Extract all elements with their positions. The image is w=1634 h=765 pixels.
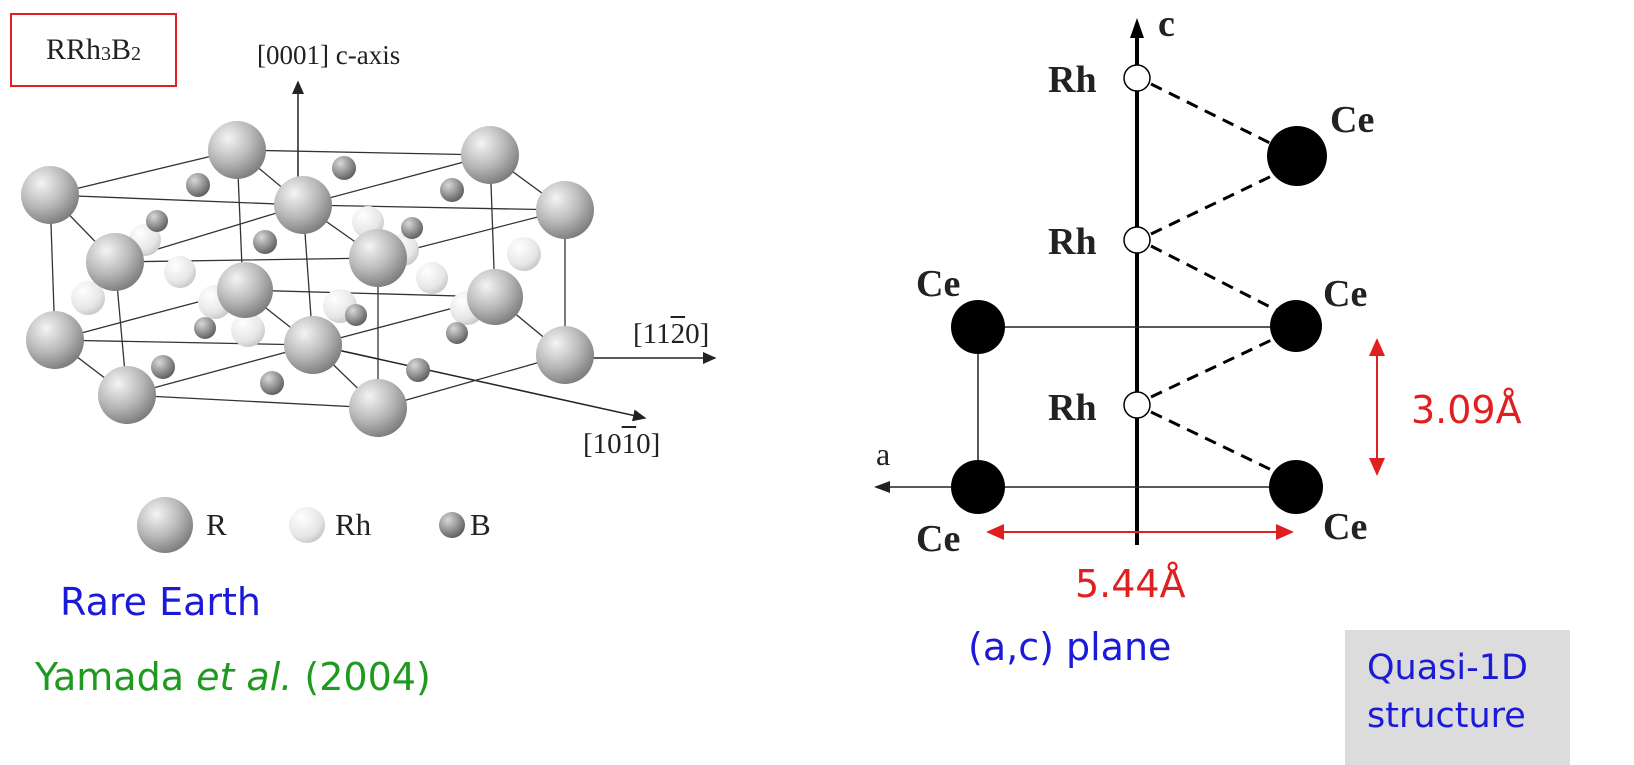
r-atoms	[21, 121, 594, 437]
legend-r-symbol	[137, 497, 193, 553]
c-axis-label: [0001] c-axis	[257, 40, 401, 70]
legend-r-label: R	[206, 507, 227, 542]
axis-1010-label: [1010]	[583, 428, 661, 460]
rh-label-top: Rh	[1048, 59, 1097, 101]
quasi-1d-line-2: structure	[1367, 696, 1526, 736]
ce-atom-bottom-right	[1269, 460, 1323, 514]
ce-atom-top-right	[1267, 126, 1327, 186]
rh-label-mid: Rh	[1048, 221, 1097, 263]
legend-rh-label: Rh	[335, 507, 372, 542]
ce-atom-bottom-left	[951, 460, 1005, 514]
quasi-1d-line-1: Quasi-1D	[1367, 648, 1528, 688]
plane-label: (a,c) plane	[968, 625, 1172, 669]
ce-label-bottom-right: Ce	[1323, 506, 1368, 548]
legend-b-symbol	[439, 512, 465, 538]
rh-atom-low	[1123, 391, 1151, 419]
ce-label-mid-left: Ce	[916, 263, 961, 305]
formula-mid: B	[111, 33, 132, 66]
c-axis-arrowhead	[1130, 18, 1144, 38]
a-axis-arrowhead	[874, 481, 890, 493]
ce-atom-mid-right	[1270, 300, 1322, 352]
legend-b-label: B	[470, 507, 491, 542]
citation: Yamada et al. (2004)	[35, 655, 431, 699]
dim-a-label: 5.44Å	[1075, 562, 1186, 606]
axis-1120-label: [1120]	[633, 318, 710, 350]
rh-atom-top	[1123, 64, 1151, 92]
ce-label-mid-right: Ce	[1323, 273, 1368, 315]
ce-label-bottom-left: Ce	[916, 518, 961, 560]
ac-plane-diagram	[874, 18, 1385, 545]
axis-1010-arrow	[314, 344, 647, 422]
formula-sub-2: 2	[131, 42, 142, 65]
rare-earth-label: Rare Earth	[60, 580, 262, 624]
rh-atom-mid	[1123, 226, 1151, 254]
c-axis-label-right: c	[1158, 3, 1175, 45]
rh-ce-bonds	[1150, 82, 1281, 476]
dim-c-label: 3.09Å	[1411, 388, 1522, 432]
a-axis-label: a	[876, 436, 891, 472]
quasi-1d-box: Quasi-1D structure	[1345, 630, 1570, 765]
rh-label-low: Rh	[1048, 387, 1097, 429]
ce-label-top-right: Ce	[1330, 99, 1375, 141]
crystal-structure	[21, 80, 717, 553]
formula-sub-1: 3	[101, 42, 111, 65]
b-atoms	[146, 156, 468, 395]
legend-rh-symbol	[289, 507, 325, 543]
formula-main: RRh	[45, 33, 101, 66]
ce-atom-mid-left	[951, 300, 1005, 354]
